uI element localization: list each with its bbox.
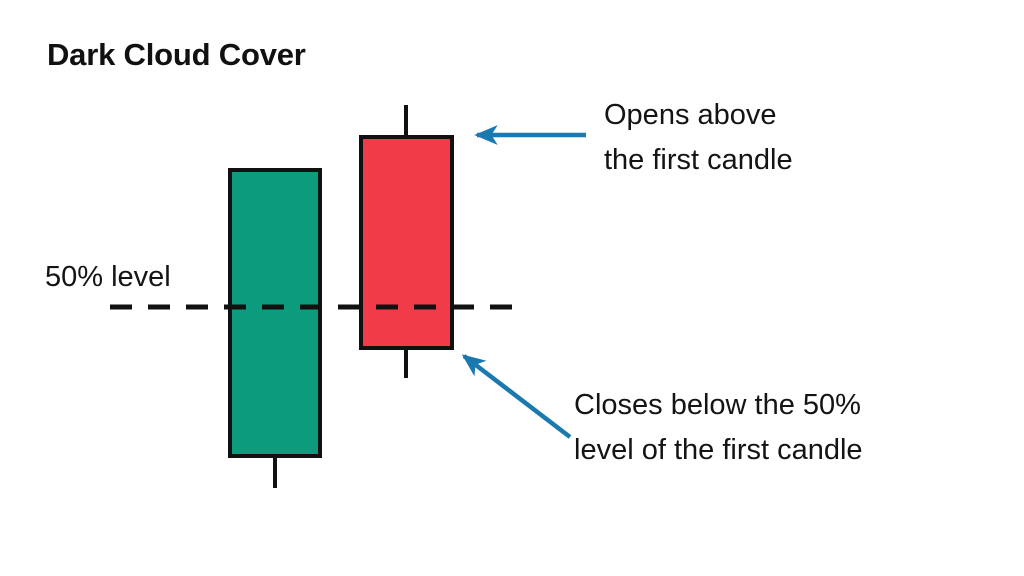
second-candle (359, 105, 454, 378)
closes-below-annotation: Closes below the 50% level of the first … (574, 383, 863, 473)
closes-below-line-2: level of the first candle (574, 434, 863, 466)
first-candle (228, 168, 322, 488)
first-candle-body (228, 168, 322, 458)
page-title: Dark Cloud Cover (47, 37, 306, 72)
opens-above-annotation: Opens above the first candle (604, 93, 793, 183)
fifty-percent-level-label: 50% level (45, 261, 171, 293)
opens-above-line-2: the first candle (604, 144, 793, 176)
second-candle-body (359, 135, 454, 350)
closes-below-line-1: Closes below the 50% (574, 389, 861, 421)
closes-below-arrow (461, 354, 572, 439)
opens-above-line-1: Opens above (604, 99, 777, 131)
